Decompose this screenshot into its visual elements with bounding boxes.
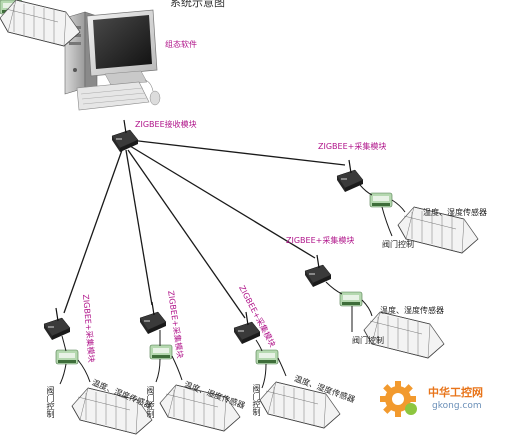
- wireless-links: [63, 139, 346, 319]
- config-software-label: 组态软件: [165, 40, 197, 49]
- greenhouse-template: [0, 0, 81, 47]
- box-greenhouse-cables: [59, 199, 406, 389]
- valve-label-1: 阀门控制: [382, 240, 414, 249]
- collector-label-1: ZIGBEE+采集模块: [318, 142, 387, 151]
- link-2: [129, 145, 316, 259]
- collector-device-4: [139, 301, 167, 335]
- sensor-label-1: 温度、湿度传感器: [423, 208, 487, 217]
- valve-label-2: 阀门控制: [352, 336, 384, 345]
- receiver-module-label: ZIGBEE接收模块: [135, 120, 197, 129]
- sensor-box-4: [149, 344, 173, 360]
- greenhouse-2: [363, 311, 445, 359]
- link-3: [127, 149, 246, 319]
- link-1: [129, 139, 346, 166]
- sensor-box-3: [255, 349, 279, 365]
- valve-label-5: 阀门控制: [46, 386, 55, 418]
- collector-label-2: ZIGBEE+采集模块: [286, 236, 355, 245]
- sensor-box-5: [55, 349, 79, 365]
- sensor-label-2: 温度、湿度传感器: [380, 306, 444, 315]
- collector-device-2: [304, 254, 332, 288]
- watermark-cn: 中华工控网: [428, 386, 483, 399]
- valve-label-4: 阀门控制: [146, 386, 155, 418]
- link-5: [63, 149, 123, 314]
- link-4: [125, 149, 153, 306]
- gear-logo-icon: [380, 381, 417, 417]
- diagram-title: 系统示意图: [170, 0, 225, 9]
- collector-device-5: [43, 307, 71, 341]
- watermark-domain: gkong.com: [432, 401, 482, 411]
- pc-mouse: [149, 90, 161, 106]
- pc-monitor: [86, 9, 158, 86]
- sensor-box-1: [369, 192, 393, 208]
- pc-keyboard: [76, 81, 150, 111]
- sensor-box-2: [339, 291, 363, 307]
- valve-label-3: 阀门控制: [252, 384, 261, 416]
- device-box-cables: [61, 184, 373, 352]
- computer: [64, 9, 161, 111]
